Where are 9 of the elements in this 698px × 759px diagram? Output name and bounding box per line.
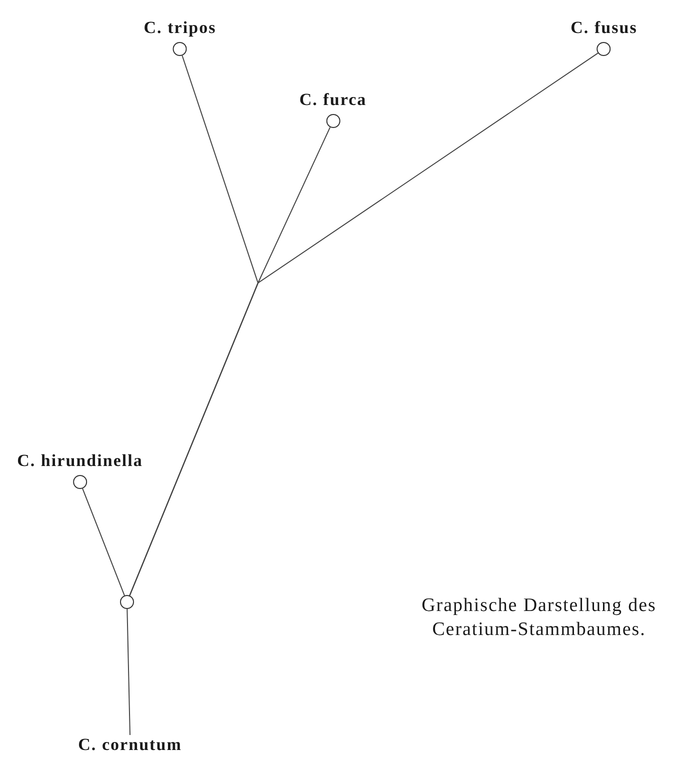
species-label: C. fusus <box>570 18 638 38</box>
branch-line <box>129 52 599 596</box>
branch-line <box>126 608 130 736</box>
species-label: C. hirundinella <box>17 451 143 471</box>
species-label: C. tripos <box>144 18 216 38</box>
branch-line <box>82 488 125 596</box>
species-label: C. furca <box>299 90 367 110</box>
species-label: C. cornutum <box>78 735 182 755</box>
caption: Graphische Darstellung des Ceratium-Stammbaumes. <box>420 594 658 642</box>
